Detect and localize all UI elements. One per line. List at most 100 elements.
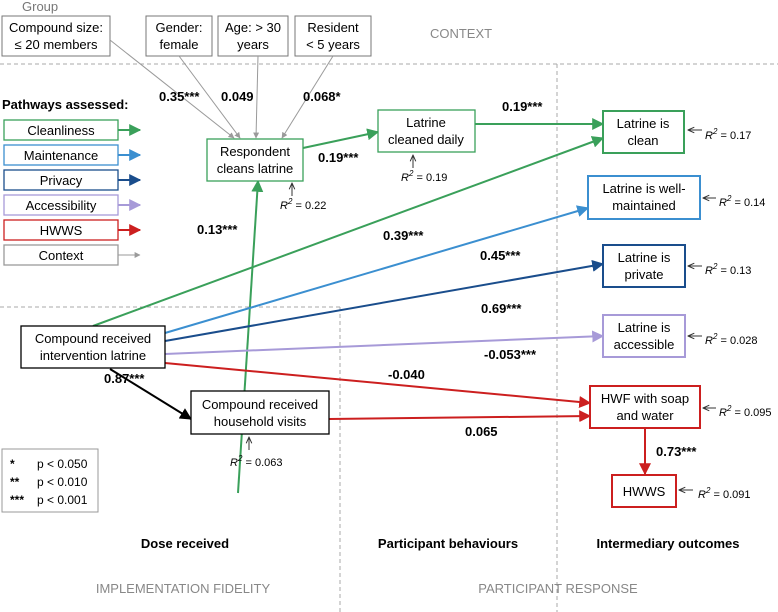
context-section-label: CONTEXT — [430, 26, 492, 41]
node-respondent-cleans-latrine: Respondent cleans latrine — [206, 138, 304, 182]
r2-visits: R2 = 0.063 — [230, 454, 282, 469]
context-box-resident: Resident < 5 years — [294, 15, 372, 57]
node-maintained-line2: maintained — [612, 198, 676, 213]
sig-label-3: p < 0.001 — [37, 493, 88, 507]
context-age-line2: years — [237, 37, 269, 52]
coef-respondent-daily: 0.19*** — [318, 150, 359, 165]
coef-latrine-accessible: -0.053*** — [484, 347, 537, 362]
arrow-gender-to-respondent — [178, 55, 241, 139]
legend-item-cleanliness: Cleanliness — [3, 119, 142, 141]
coef-visits-respondent: 0.13*** — [197, 222, 238, 237]
r2-maintained: R2 = 0.14 — [719, 194, 765, 209]
node-hwf-soap-water: HWF with soap and water — [589, 385, 701, 429]
legend-item-context: Context — [3, 244, 141, 266]
node-compound-latrine-line1: Compound received — [35, 331, 151, 346]
node-latrine-is-clean: Latrine is clean — [602, 110, 685, 154]
arrow-latrine-to-clean — [92, 136, 605, 327]
pathway-arrows — [92, 118, 651, 494]
r2-private: R2 = 0.13 — [705, 262, 751, 277]
coef-latrine-private: 0.69*** — [481, 301, 522, 316]
coef-hwf-hwws: 0.73*** — [656, 444, 697, 459]
node-maintained-line1: Latrine is well- — [602, 181, 685, 196]
arrow-age-to-respondent — [253, 55, 260, 139]
arrow-latrine-to-hwf — [164, 362, 592, 408]
legend-item-accessibility: Accessibility — [3, 194, 142, 216]
coef-gender: 0.049 — [221, 89, 254, 104]
node-compound-visits-line2: household visits — [214, 414, 307, 429]
coef-daily-clean: 0.19*** — [502, 99, 543, 114]
context-box-gender: Gender: female — [145, 15, 213, 57]
node-respondent-line2: cleans latrine — [217, 161, 294, 176]
arrow-latrine-to-private — [164, 259, 605, 342]
arrow-latrine-to-accessible — [164, 330, 605, 355]
coef-latrine-hwf: -0.040 — [388, 367, 425, 382]
legend-title: Pathways assessed: — [2, 97, 128, 112]
r2-respondent: R2 = 0.22 — [280, 197, 326, 212]
r2-clean: R2 = 0.17 — [705, 127, 751, 142]
legend-item-maintenance: Maintenance — [3, 144, 142, 166]
node-hwf-line1: HWF with soap — [601, 391, 689, 406]
legend-label-hwws: HWWS — [40, 223, 83, 238]
coefficient-labels: 0.35*** 0.049 0.068* 0.19*** 0.19*** 0.1… — [104, 89, 697, 459]
sig-stars-1: * — [10, 457, 15, 471]
arrow-respondent-to-latrine-daily — [302, 128, 380, 149]
node-latrine-daily-line2: cleaned daily — [388, 132, 464, 147]
node-hwws: HWWS — [611, 474, 677, 508]
node-respondent-line1: Respondent — [220, 144, 290, 159]
node-latrine-well-maintained: Latrine is well- maintained — [587, 175, 701, 220]
arrow-visits-to-respondent — [237, 179, 264, 494]
intermediary-outcomes-label: Intermediary outcomes — [596, 536, 739, 551]
r2-indicators: R2 = 0.22 R2 = 0.19 R2 = 0.063 R2 = 0.17… — [230, 127, 771, 501]
context-resident-line1: Resident — [307, 20, 359, 35]
coef-latrine-clean: 0.39*** — [383, 228, 424, 243]
participant-behaviours-label: Participant behaviours — [378, 536, 518, 551]
coef-resident: 0.068* — [303, 89, 342, 104]
node-latrine-daily-line1: Latrine — [406, 115, 446, 130]
implementation-fidelity-label: IMPLEMENTATION FIDELITY — [96, 581, 271, 596]
legend-label-cleanliness: Cleanliness — [27, 123, 95, 138]
arrow-visits-to-hwf — [328, 410, 592, 423]
context-gender-line2: female — [159, 37, 198, 52]
context-box-compound-size: Compound size: ≤ 20 members — [1, 15, 111, 57]
r2-accessible: R2 = 0.028 — [705, 332, 757, 347]
arrow-resident-to-respondent — [281, 55, 334, 139]
r2-hwf: R2 = 0.095 — [719, 404, 771, 419]
r2-hwws: R2 = 0.091 — [698, 486, 750, 501]
node-hwf-line2: and water — [616, 408, 674, 423]
node-clean-line2: clean — [627, 133, 658, 148]
participant-response-label: PARTICIPANT RESPONSE — [478, 581, 638, 596]
sig-stars-2: ** — [10, 475, 20, 489]
node-private-line2: private — [624, 267, 663, 282]
node-accessible-line1: Latrine is — [618, 320, 671, 335]
node-compound-household-visits: Compound received household visits — [190, 390, 330, 435]
node-compound-intervention-latrine: Compound received intervention latrine — [20, 325, 166, 369]
significance-legend: * p < 0.050 ** p < 0.010 *** p < 0.001 — [1, 448, 99, 513]
legend-label-context: Context — [39, 248, 84, 263]
coef-compound-size: 0.35*** — [159, 89, 200, 104]
legend-label-privacy: Privacy — [40, 173, 83, 188]
coef-latrine-maintained: 0.45*** — [480, 248, 521, 263]
node-private-line1: Latrine is — [618, 250, 671, 265]
context-compound-size-line1: Compound size: — [9, 20, 103, 35]
node-hwws-label: HWWS — [623, 484, 666, 499]
sig-stars-3: *** — [10, 493, 24, 507]
node-clean-line1: Latrine is — [617, 116, 670, 131]
arrow-compound-size-to-respondent — [109, 39, 235, 139]
context-arrows — [109, 39, 334, 139]
sig-label-2: p < 0.010 — [37, 475, 88, 489]
node-latrine-is-accessible: Latrine is accessible — [602, 314, 686, 358]
node-accessible-line2: accessible — [614, 337, 675, 352]
dose-received-label: Dose received — [141, 536, 229, 551]
node-latrine-cleaned-daily: Latrine cleaned daily — [377, 109, 476, 153]
context-gender-line1: Gender: — [156, 20, 203, 35]
coef-visits-hwf: 0.065 — [465, 424, 498, 439]
r2-latrine-daily: R2 = 0.19 — [401, 169, 447, 184]
legend-label-maintenance: Maintenance — [24, 148, 98, 163]
context-compound-size-line2: ≤ 20 members — [15, 37, 98, 52]
context-box-age: Age: > 30 years — [217, 15, 289, 57]
legend-item-hwws: HWWS — [3, 219, 142, 241]
group-label: Group — [22, 0, 58, 14]
node-compound-latrine-line2: intervention latrine — [40, 348, 146, 363]
sig-label-1: p < 0.050 — [37, 457, 88, 471]
